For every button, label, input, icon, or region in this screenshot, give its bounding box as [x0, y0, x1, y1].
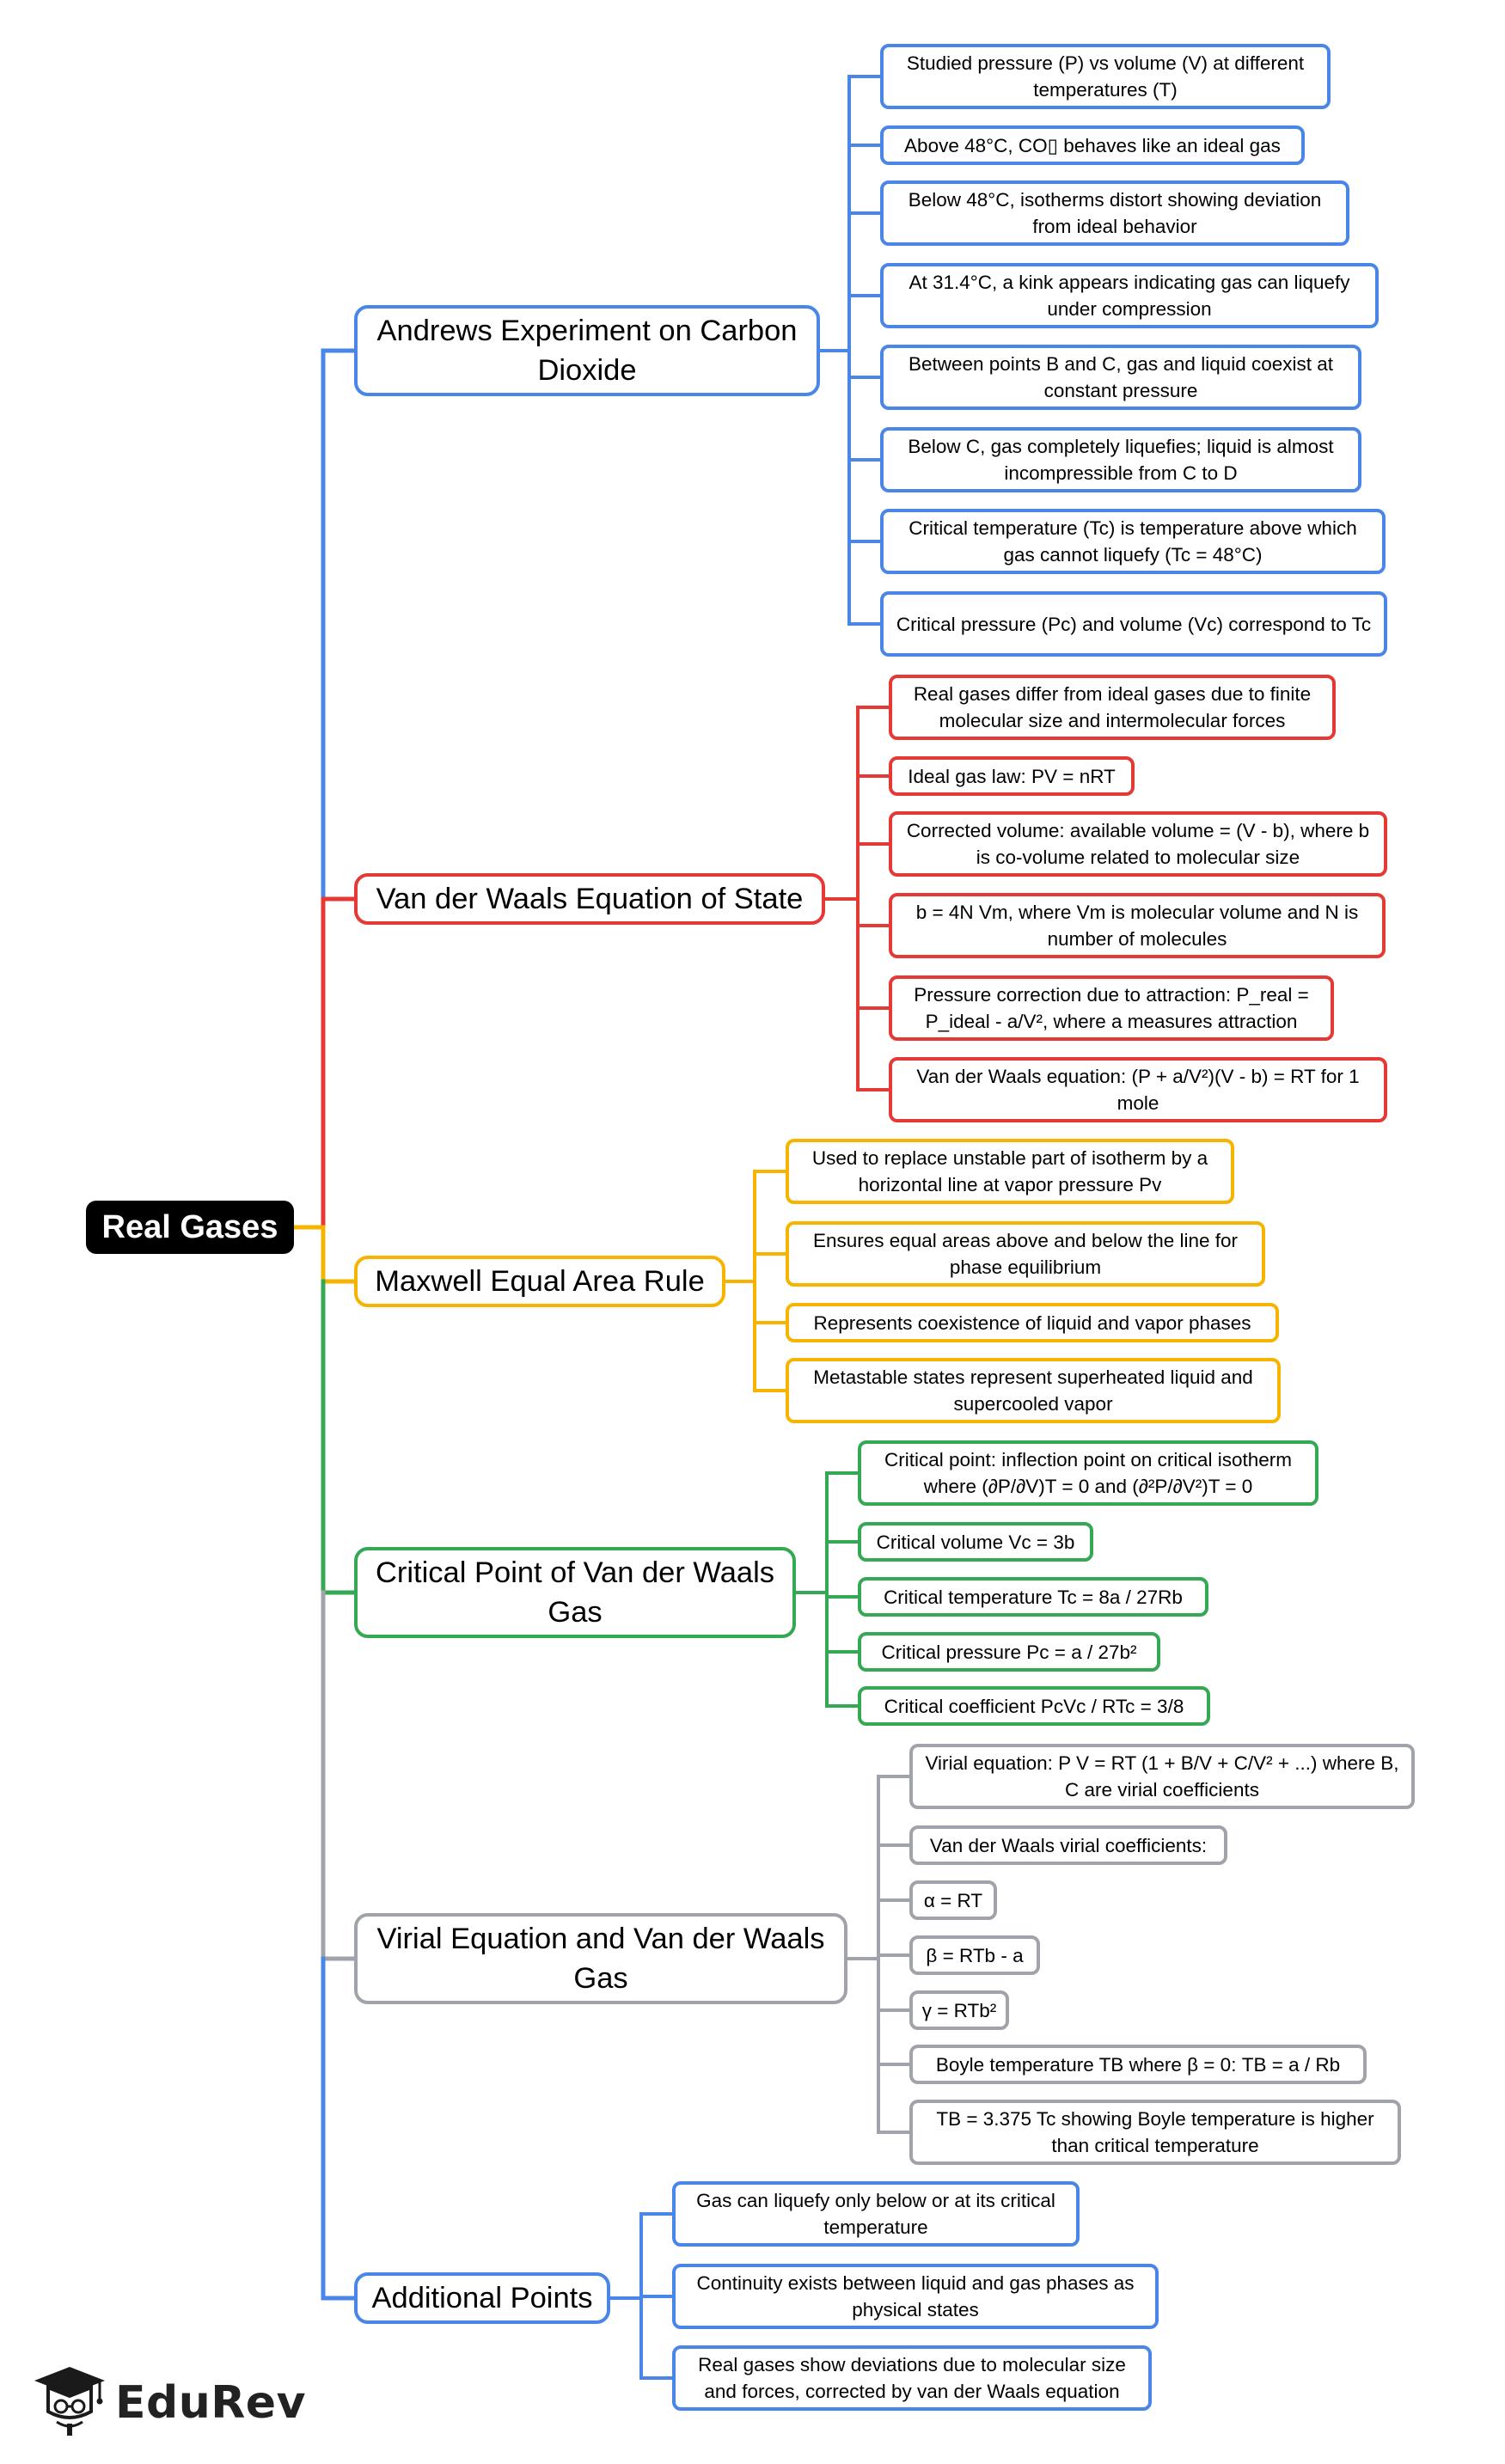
leaf-andrews[interactable]: Critical pressure (Pc) and volume (Vc) c… — [880, 591, 1387, 657]
leaf-maxwell[interactable]: Represents coexistence of liquid and vap… — [786, 1303, 1279, 1342]
branch-critical[interactable]: Critical Point of Van der Waals Gas — [354, 1547, 796, 1638]
branch-virial[interactable]: Virial Equation and Van der Waals Gas — [354, 1913, 847, 2004]
leaf-andrews[interactable]: Critical temperature (Tc) is temperature… — [880, 509, 1386, 574]
leaf-virial[interactable]: Boyle temperature TB where β = 0: TB = a… — [909, 2045, 1367, 2084]
leaf-andrews[interactable]: Above 48°C, CO▯ behaves like an ideal ga… — [880, 125, 1305, 165]
leaf-critical[interactable]: Critical temperature Tc = 8a / 27Rb — [858, 1577, 1208, 1617]
leaf-critical[interactable]: Critical volume Vc = 3b — [858, 1522, 1093, 1562]
leaf-vdw[interactable]: Corrected volume: available volume = (V … — [889, 811, 1387, 877]
leaf-additional[interactable]: Continuity exists between liquid and gas… — [672, 2264, 1159, 2329]
leaf-virial[interactable]: α = RT — [909, 1880, 997, 1920]
leaf-critical[interactable]: Critical pressure Pc = a / 27b² — [858, 1632, 1160, 1672]
leaf-virial[interactable]: Virial equation: P V = RT (1 + B/V + C/V… — [909, 1744, 1415, 1809]
leaf-critical[interactable]: Critical coefficient PcVc / RTc = 3/8 — [858, 1686, 1210, 1726]
leaf-maxwell[interactable]: Metastable states represent superheated … — [786, 1358, 1281, 1423]
root-node[interactable]: Real Gases — [86, 1201, 294, 1254]
leaf-andrews[interactable]: Below 48°C, isotherms distort showing de… — [880, 180, 1349, 246]
leaf-vdw[interactable]: Pressure correction due to attraction: P… — [889, 975, 1334, 1041]
leaf-andrews[interactable]: Studied pressure (P) vs volume (V) at di… — [880, 44, 1331, 109]
leaf-virial[interactable]: Van der Waals virial coefficients: — [909, 1825, 1227, 1865]
leaf-andrews[interactable]: Below C, gas completely liquefies; liqui… — [880, 427, 1361, 492]
leaf-virial[interactable]: β = RTb - a — [909, 1935, 1040, 1975]
edurev-logo[interactable]: EduRev — [31, 2362, 306, 2443]
leaf-virial[interactable]: TB = 3.375 Tc showing Boyle temperature … — [909, 2100, 1401, 2165]
branch-maxwell[interactable]: Maxwell Equal Area Rule — [354, 1256, 725, 1307]
graduation-cap-icon — [31, 2362, 108, 2443]
leaf-maxwell[interactable]: Used to replace unstable part of isother… — [786, 1139, 1234, 1204]
leaf-additional[interactable]: Real gases show deviations due to molecu… — [672, 2345, 1152, 2411]
leaf-vdw[interactable]: Real gases differ from ideal gases due t… — [889, 675, 1336, 740]
leaf-andrews[interactable]: At 31.4°C, a kink appears indicating gas… — [880, 263, 1379, 328]
branch-vdw[interactable]: Van der Waals Equation of State — [354, 873, 825, 925]
branch-additional[interactable]: Additional Points — [354, 2272, 610, 2324]
leaf-additional[interactable]: Gas can liquefy only below or at its cri… — [672, 2181, 1080, 2247]
leaf-andrews[interactable]: Between points B and C, gas and liquid c… — [880, 345, 1361, 410]
leaf-vdw[interactable]: Van der Waals equation: (P + a/V²)(V - b… — [889, 1057, 1387, 1122]
logo-text: EduRev — [115, 2376, 306, 2429]
leaf-vdw[interactable]: b = 4N Vm, where Vm is molecular volume … — [889, 893, 1386, 958]
leaf-virial[interactable]: γ = RTb² — [909, 1990, 1009, 2030]
leaf-critical[interactable]: Critical point: inflection point on crit… — [858, 1440, 1318, 1506]
leaf-vdw[interactable]: Ideal gas law: PV = nRT — [889, 756, 1135, 796]
leaf-maxwell[interactable]: Ensures equal areas above and below the … — [786, 1221, 1265, 1287]
branch-andrews[interactable]: Andrews Experiment on Carbon Dioxide — [354, 305, 820, 396]
